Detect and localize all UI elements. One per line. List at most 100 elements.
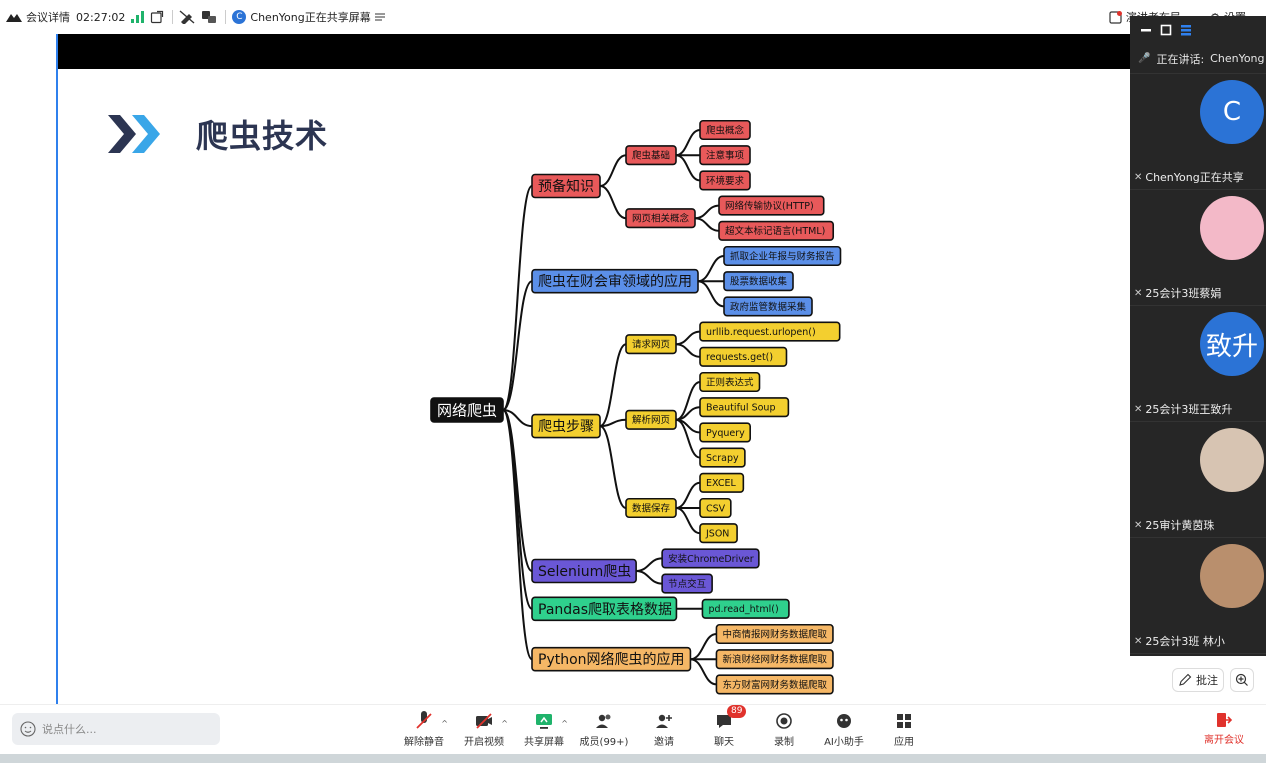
mindmap-leaf: 注意事项	[706, 150, 745, 162]
mic-muted-icon: ✕	[1134, 635, 1143, 647]
emoji-icon	[20, 721, 36, 737]
caret-up-icon[interactable]: ^	[561, 719, 568, 728]
mindmap-leaf-box	[723, 296, 813, 317]
mic-muted-icon: ✕	[1134, 403, 1143, 415]
participant-name-row: ✕ChenYong正在共享	[1134, 169, 1244, 185]
mindmap-leaf-box	[699, 472, 745, 493]
tool-label: 邀请	[654, 737, 674, 748]
record-icon	[776, 713, 792, 729]
participant-tile[interactable]: ✕25会计3班 林小	[1130, 538, 1266, 654]
members-icon	[596, 714, 611, 728]
mindmap-leaf: 东方财富网财务数据爬取	[722, 679, 827, 691]
mindmap-leaf-box	[701, 598, 790, 619]
now-speaking: 🎤 正在讲话: ChenYong	[1130, 44, 1266, 74]
mindmap-subtopic: 数据保存	[632, 502, 671, 514]
mindmap-leaf: 政府监管数据采集	[730, 301, 807, 313]
tool-label: 录制	[774, 737, 794, 748]
meeting-logo-icon	[6, 14, 22, 22]
mindmap-leaf: 超文本标记语言(HTML)	[725, 225, 825, 237]
unread-badge: 89	[727, 705, 747, 718]
slide-heading: 爬虫技术	[106, 111, 328, 157]
mindmap-leaf: urllib.request.urlopen()	[706, 327, 816, 338]
participant-tile[interactable]: ✕25会计3班蔡娟	[1130, 190, 1266, 306]
slide-top-bar	[58, 34, 1130, 69]
mindmap-leaf-box	[699, 119, 751, 141]
chat-input[interactable]: 说点什么...	[12, 713, 220, 745]
mindmap-leaf-box	[718, 195, 825, 216]
mindmap-leaf: 中商情报网财务数据爬取	[722, 628, 827, 640]
divider	[225, 10, 227, 24]
mic-off-button[interactable]: ^ 解除静音	[394, 711, 454, 748]
annotation-off-icon[interactable]	[179, 10, 195, 24]
share-status[interactable]: C ChenYong正在共享屏幕	[232, 9, 385, 25]
tool-label: AI小助手	[824, 737, 864, 748]
participant-panel: 🎤 正在讲话: ChenYong C ✕ChenYong正在共享 ✕25会计3班蔡娟…	[1130, 16, 1266, 656]
participant-tile[interactable]: ✕25审计黄茵珠	[1130, 422, 1266, 538]
mindmap-leaf: 爬虫概念	[706, 124, 745, 136]
zoom-in-button[interactable]	[1230, 668, 1254, 692]
video-off-button[interactable]: ^开启视频	[454, 711, 514, 748]
mindmap-leaf-box	[715, 623, 834, 645]
record-button[interactable]: 录制	[754, 711, 814, 748]
meeting-timer: 02:27:02	[76, 10, 126, 24]
tool-label: 解除静音	[404, 737, 444, 748]
apps-button[interactable]: 应用	[874, 711, 934, 748]
mindmap-leaf: requests.get()	[706, 352, 773, 363]
mindmap-leaf-box	[723, 245, 842, 267]
mindmap-leaf: CSV	[706, 503, 726, 514]
participant-tile[interactable]: C ✕ChenYong正在共享	[1130, 74, 1266, 190]
mindmap-leaf: JSON	[705, 529, 729, 540]
mindmap-leaf: 新浪财经网财务数据爬取	[722, 654, 827, 666]
mindmap-leaf-box	[723, 271, 794, 292]
minimize-icon[interactable]	[1140, 24, 1152, 36]
mindmap-leaf: EXCEL	[706, 478, 736, 489]
double-chevron-icon	[108, 115, 160, 153]
mic-icon: 🎤	[1138, 53, 1151, 64]
participant-name: 25审计黄茵珠	[1145, 519, 1215, 532]
speaking-name: ChenYong	[1210, 52, 1265, 65]
chat-placeholder: 说点什么...	[42, 723, 97, 736]
participant-name-row: ✕25会计3班王致升	[1134, 401, 1232, 417]
mindmap-branch: Selenium爬虫	[538, 564, 631, 580]
apps-icon	[897, 714, 911, 728]
participant-name: 25会计3班 林小	[1145, 635, 1225, 648]
popout-icon[interactable]	[150, 10, 164, 24]
ai-assistant-button[interactable]: AI小助手	[814, 711, 874, 748]
participant-tile[interactable]: 致升 ✕25会计3班王致升	[1130, 306, 1266, 422]
invite-button[interactable]: 邀请	[634, 711, 694, 748]
remote-control-icon[interactable]	[201, 10, 217, 24]
participant-avatar: C	[1200, 80, 1264, 144]
mindmap-leaf-box	[699, 170, 751, 191]
zoom-in-icon	[1235, 673, 1248, 686]
mindmap-leaf: pd.read_html()	[708, 604, 778, 615]
tool-label: 共享屏幕	[524, 737, 564, 748]
layout-icon	[1109, 10, 1122, 24]
participant-avatar: 致升	[1200, 312, 1264, 376]
panel-header	[1130, 16, 1266, 44]
caret-up-icon[interactable]: ^	[501, 719, 508, 728]
tool-label: 成员(99+)	[579, 737, 629, 748]
members-button[interactable]: 成员(99+)	[574, 711, 634, 748]
participant-avatar	[1200, 544, 1264, 608]
mindmap-leaf: Beautiful Soup	[706, 403, 776, 414]
share-screen-button[interactable]: ^ 共享屏幕	[514, 711, 574, 748]
mindmap-subtopic: 请求网页	[632, 339, 670, 351]
list-view-icon[interactable]	[1180, 24, 1192, 36]
slide-title: 爬虫技术	[196, 117, 329, 155]
meeting-details-button[interactable]: 会议详情	[6, 9, 70, 25]
mindmap-leaf-box	[661, 548, 760, 569]
annotate-button[interactable]: 批注	[1172, 668, 1224, 692]
mindmap-branch: Pandas爬取表格数据	[538, 602, 672, 618]
mindmap-leaf: 节点交互	[668, 578, 707, 590]
maximize-icon[interactable]	[1160, 24, 1172, 36]
chat-icon	[717, 715, 731, 728]
caret-up-icon[interactable]: ^	[441, 719, 448, 728]
mindmap-leaf-box	[661, 573, 713, 594]
mindmap-leaf-box	[699, 321, 841, 342]
leave-meeting-button[interactable]: 离开会议	[1204, 711, 1244, 746]
mindmap-leaf: 抓取企业年报与财务报告	[730, 250, 835, 262]
mindmap-leaf-box	[699, 497, 732, 519]
